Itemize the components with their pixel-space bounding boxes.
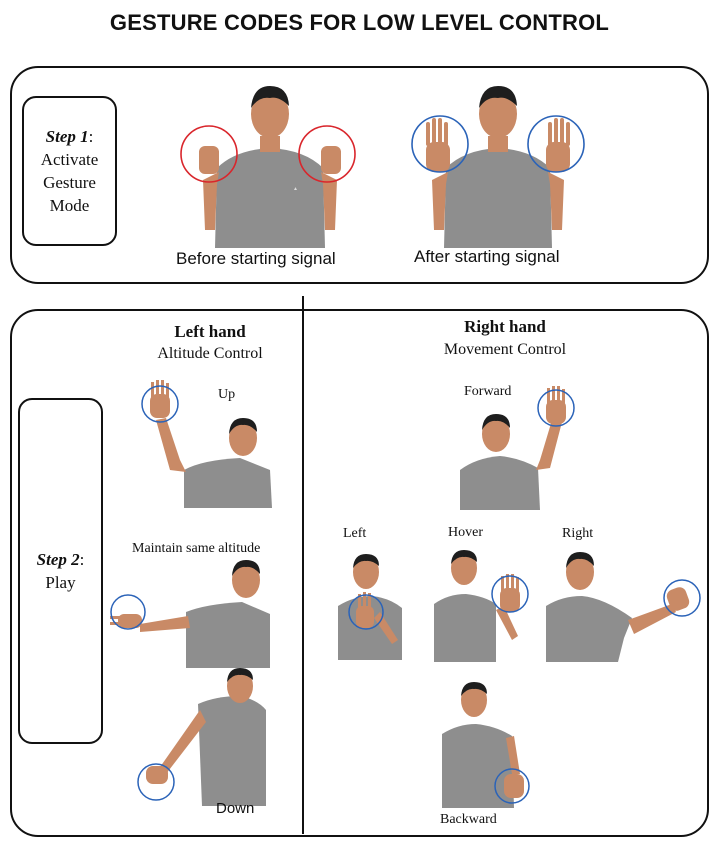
step2-box: Step 2: Play: [18, 398, 103, 744]
right-hand-heading: Right hand: [464, 317, 546, 336]
before-caption: Before starting signal: [176, 249, 336, 268]
right-hand-subheading: Movement Control: [443, 341, 567, 358]
figure-hover: [434, 550, 529, 662]
label-left: Left: [343, 526, 367, 541]
figure-backward: [442, 682, 530, 808]
step2-line: Play: [45, 573, 76, 592]
left-hand-heading: Left hand: [174, 322, 246, 341]
label-forward: Forward: [464, 384, 512, 399]
step1-panel: [10, 66, 709, 284]
step1-line1: Activate: [40, 150, 99, 169]
step1-label: Step 1: [45, 127, 89, 146]
column-divider: [302, 296, 304, 834]
figure-maintain-altitude: [110, 560, 270, 668]
label-down: Down: [216, 800, 255, 817]
figure-up: [141, 380, 272, 508]
figure-before-signal: ▲: [180, 86, 356, 248]
page-title: GESTURE CODES FOR LOW LEVEL CONTROL: [109, 10, 610, 35]
label-right: Right: [562, 526, 594, 541]
label-up: Up: [218, 387, 236, 402]
label-backward: Backward: [440, 812, 497, 827]
palm-circle-right: [527, 115, 585, 173]
figure-down: [137, 668, 266, 806]
step2-label: Step 2: [36, 550, 80, 569]
step1-colon: :: [88, 127, 94, 146]
left-hand-subheading: Altitude Control: [157, 345, 263, 362]
label-maintain-altitude: Maintain same altitude: [132, 541, 261, 556]
figure-right: [546, 552, 701, 662]
figure-after-signal: [411, 86, 585, 248]
svg-text:▲: ▲: [293, 186, 298, 192]
step1-line3: Mode: [49, 196, 90, 215]
figure-left: [338, 554, 402, 660]
label-hover: Hover: [448, 525, 483, 540]
fist-circle-left: [180, 125, 238, 183]
step1-line2: Gesture: [43, 173, 96, 192]
step2-colon: :: [79, 550, 85, 569]
palm-circle-left: [411, 115, 469, 173]
figure-forward: [460, 386, 575, 510]
after-caption: After starting signal: [414, 247, 560, 266]
step1-box: Step 1: Activate Gesture Mode: [22, 96, 117, 246]
fist-circle-right: [298, 125, 356, 183]
